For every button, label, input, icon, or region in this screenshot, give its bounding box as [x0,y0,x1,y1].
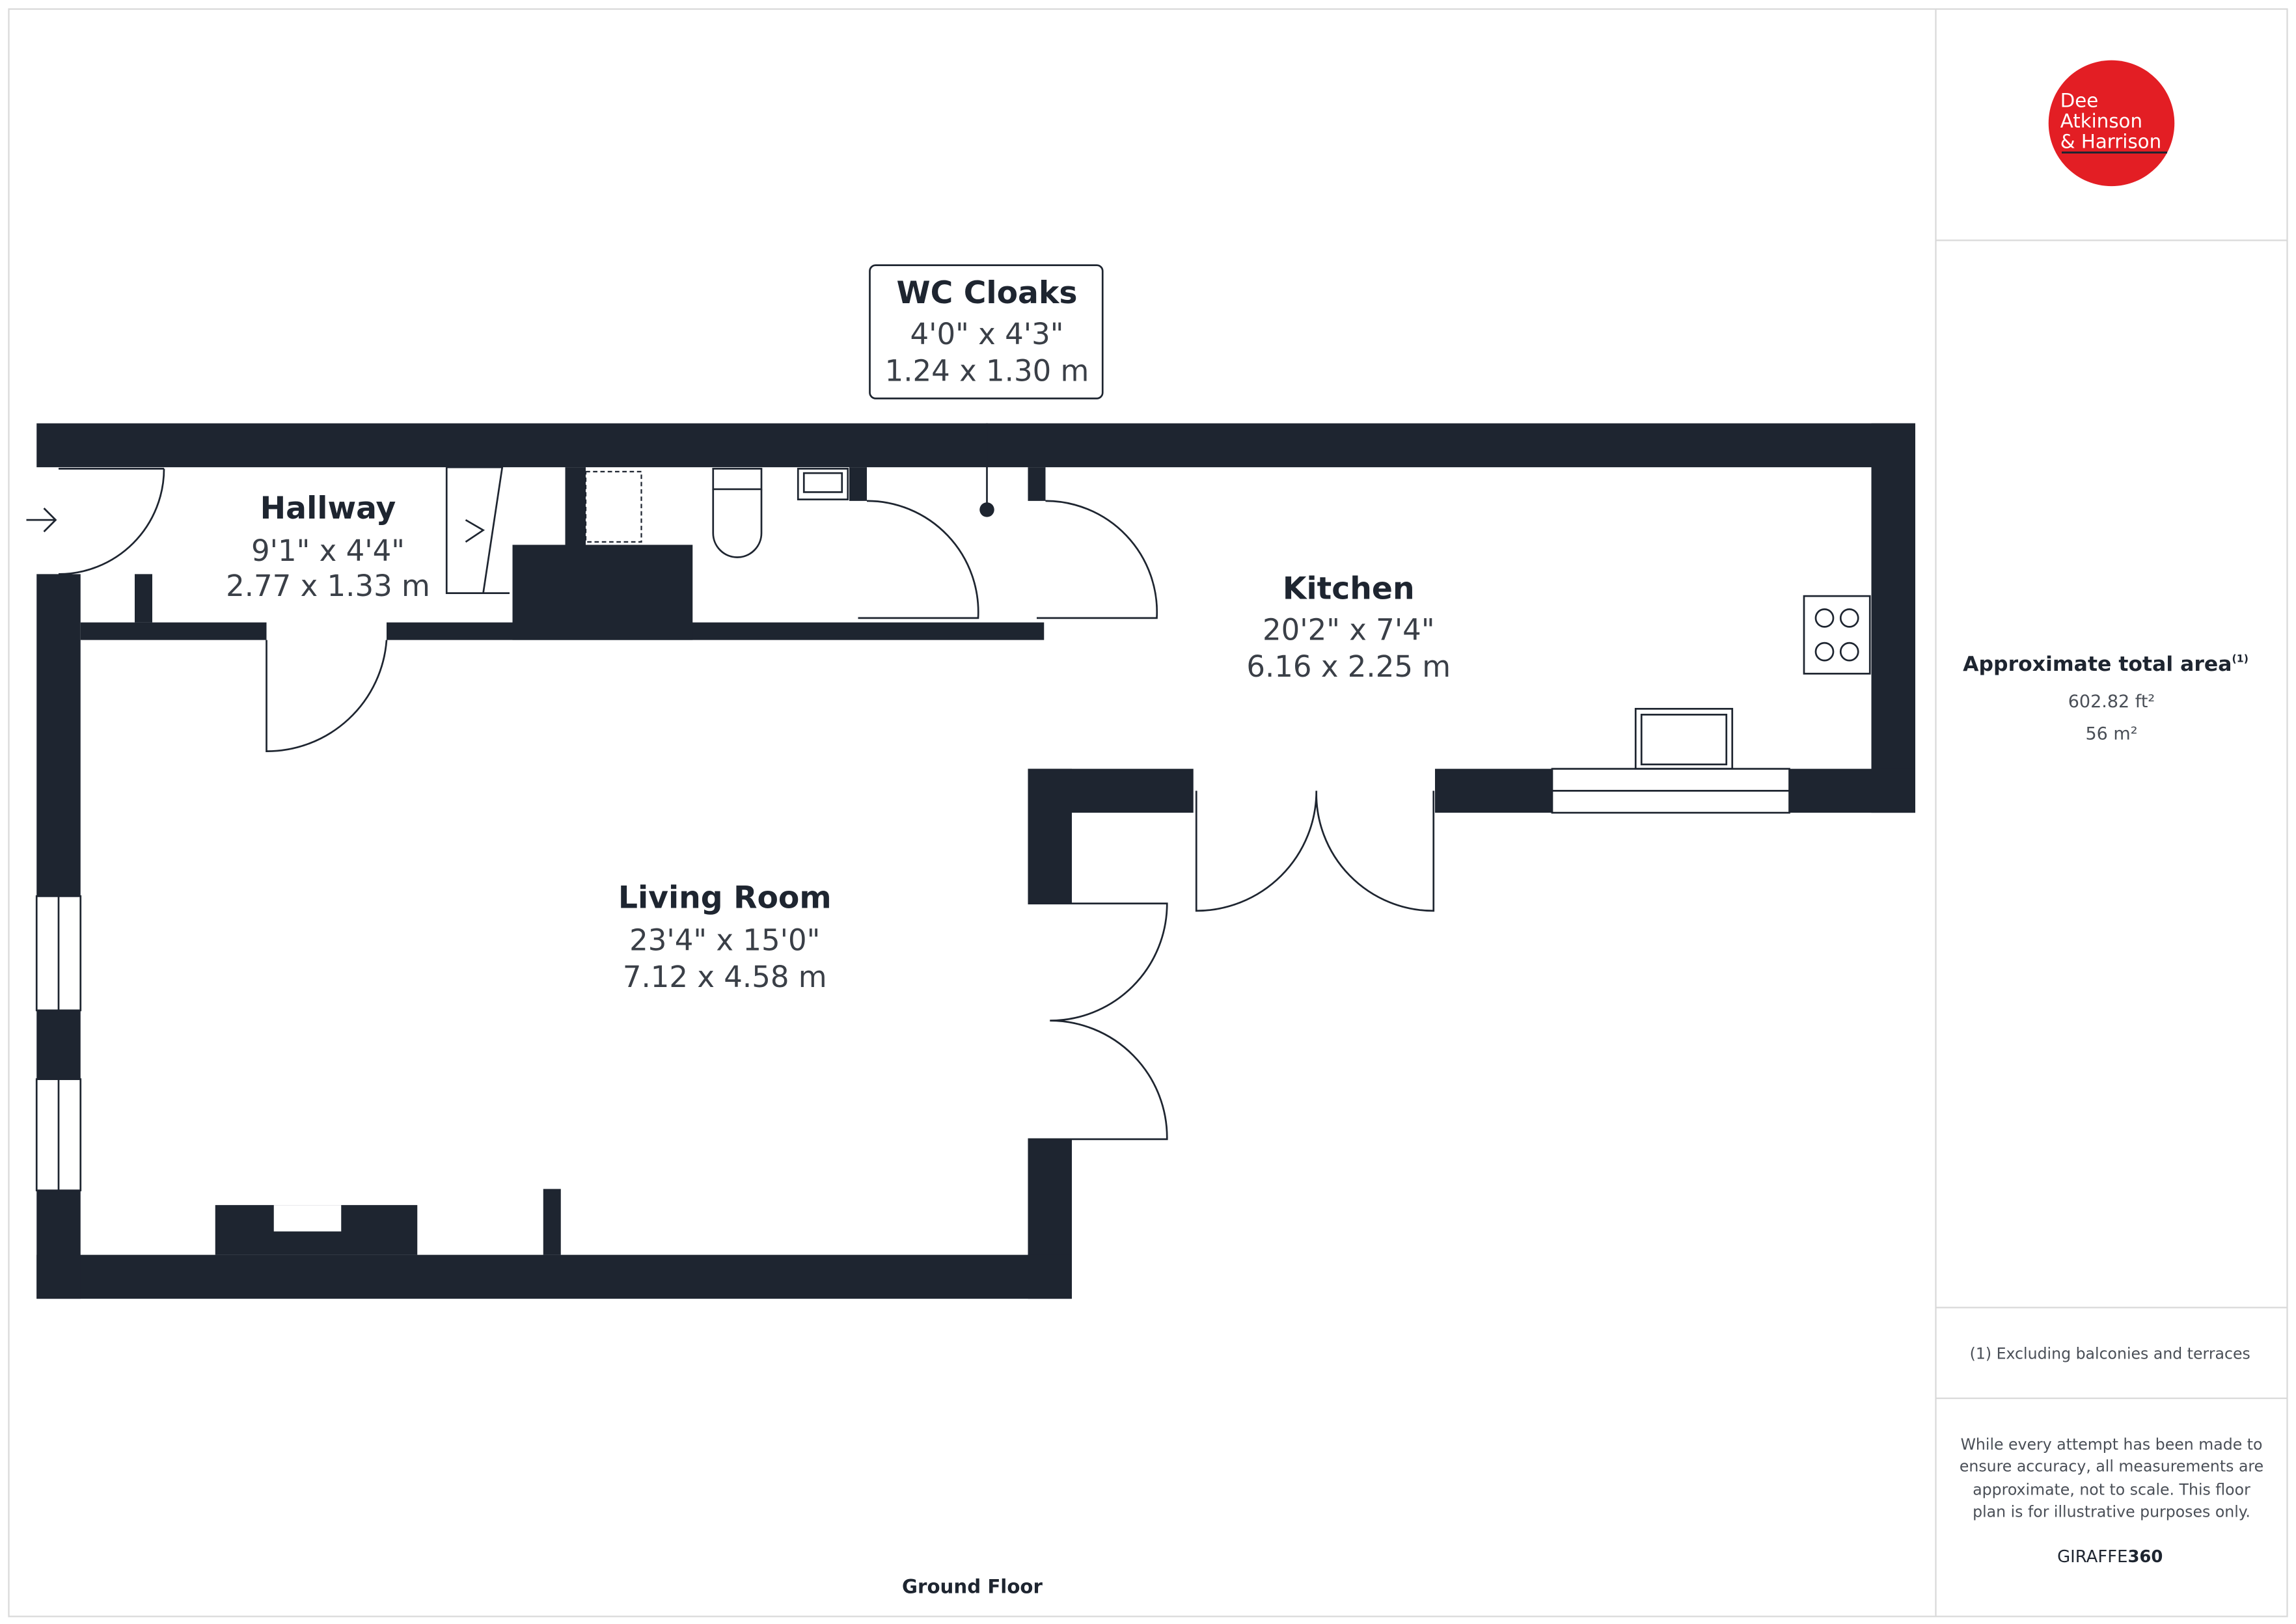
disclaimer-line: ensure accuracy, all measurements are [1960,1457,2263,1476]
room-metric: 6.16 x 2.25 m [1246,649,1451,684]
room-metric: 7.12 x 4.58 m [623,960,827,994]
fixtures [445,423,1871,770]
svg-text:& Harrison: & Harrison [2060,131,2161,153]
room-name: Hallway [260,491,396,526]
room-name: Living Room [618,880,832,915]
wc-label-box [869,264,1104,399]
svg-text:Dee: Dee [2060,90,2099,112]
room-name: WC Cloaks [896,275,1077,311]
room-imperial: 20'2" x 7'4" [1263,613,1435,647]
room-imperial: 9'1" x 4'4" [251,534,405,568]
credit-logo: GIRAFFE360 [2057,1547,2163,1567]
room-imperial: 23'4" x 15'0" [629,923,820,958]
room-metric: 2.77 x 1.33 m [226,569,430,603]
area-sqm: 56 m² [2085,724,2137,744]
area-title: Approximate total area(1) [1963,652,2248,676]
disclaimer-line: approximate, not to scale. This floor [1973,1481,2250,1499]
brand-logo: Dee Atkinson & Harrison [2048,60,2175,187]
disclaimer-line: plan is for illustrative purposes only. [1973,1502,2250,1521]
room-imperial: 4'0" x 4'3" [910,317,1064,351]
walls [36,423,1915,1299]
doors [26,468,1435,1141]
room-name: Kitchen [1283,571,1415,607]
room-living-room: Living Room 23'4" x 15'0" 7.12 x 4.58 m [618,880,832,994]
room-kitchen: Kitchen 20'2" x 7'4" 6.16 x 2.25 m [1246,571,1451,684]
room-metric: 1.24 x 1.30 m [885,353,1089,388]
area-sqft: 602.82 ft² [2068,692,2155,712]
footnote: (1) Excluding balconies and terraces [1970,1344,2250,1362]
room-wc-cloaks: WC Cloaks 4'0" x 4'3" 1.24 x 1.30 m [885,275,1089,388]
page-frame [8,8,2288,1617]
room-hallway: Hallway 9'1" x 4'4" 2.77 x 1.33 m [226,491,430,603]
svg-text:Atkinson: Atkinson [2060,110,2142,132]
entrance-arrow-icon [26,508,57,533]
disclaimer-line: While every attempt has been made to [1961,1435,2263,1454]
floor-label: Ground Floor [902,1575,1043,1597]
windows [35,768,1790,1191]
